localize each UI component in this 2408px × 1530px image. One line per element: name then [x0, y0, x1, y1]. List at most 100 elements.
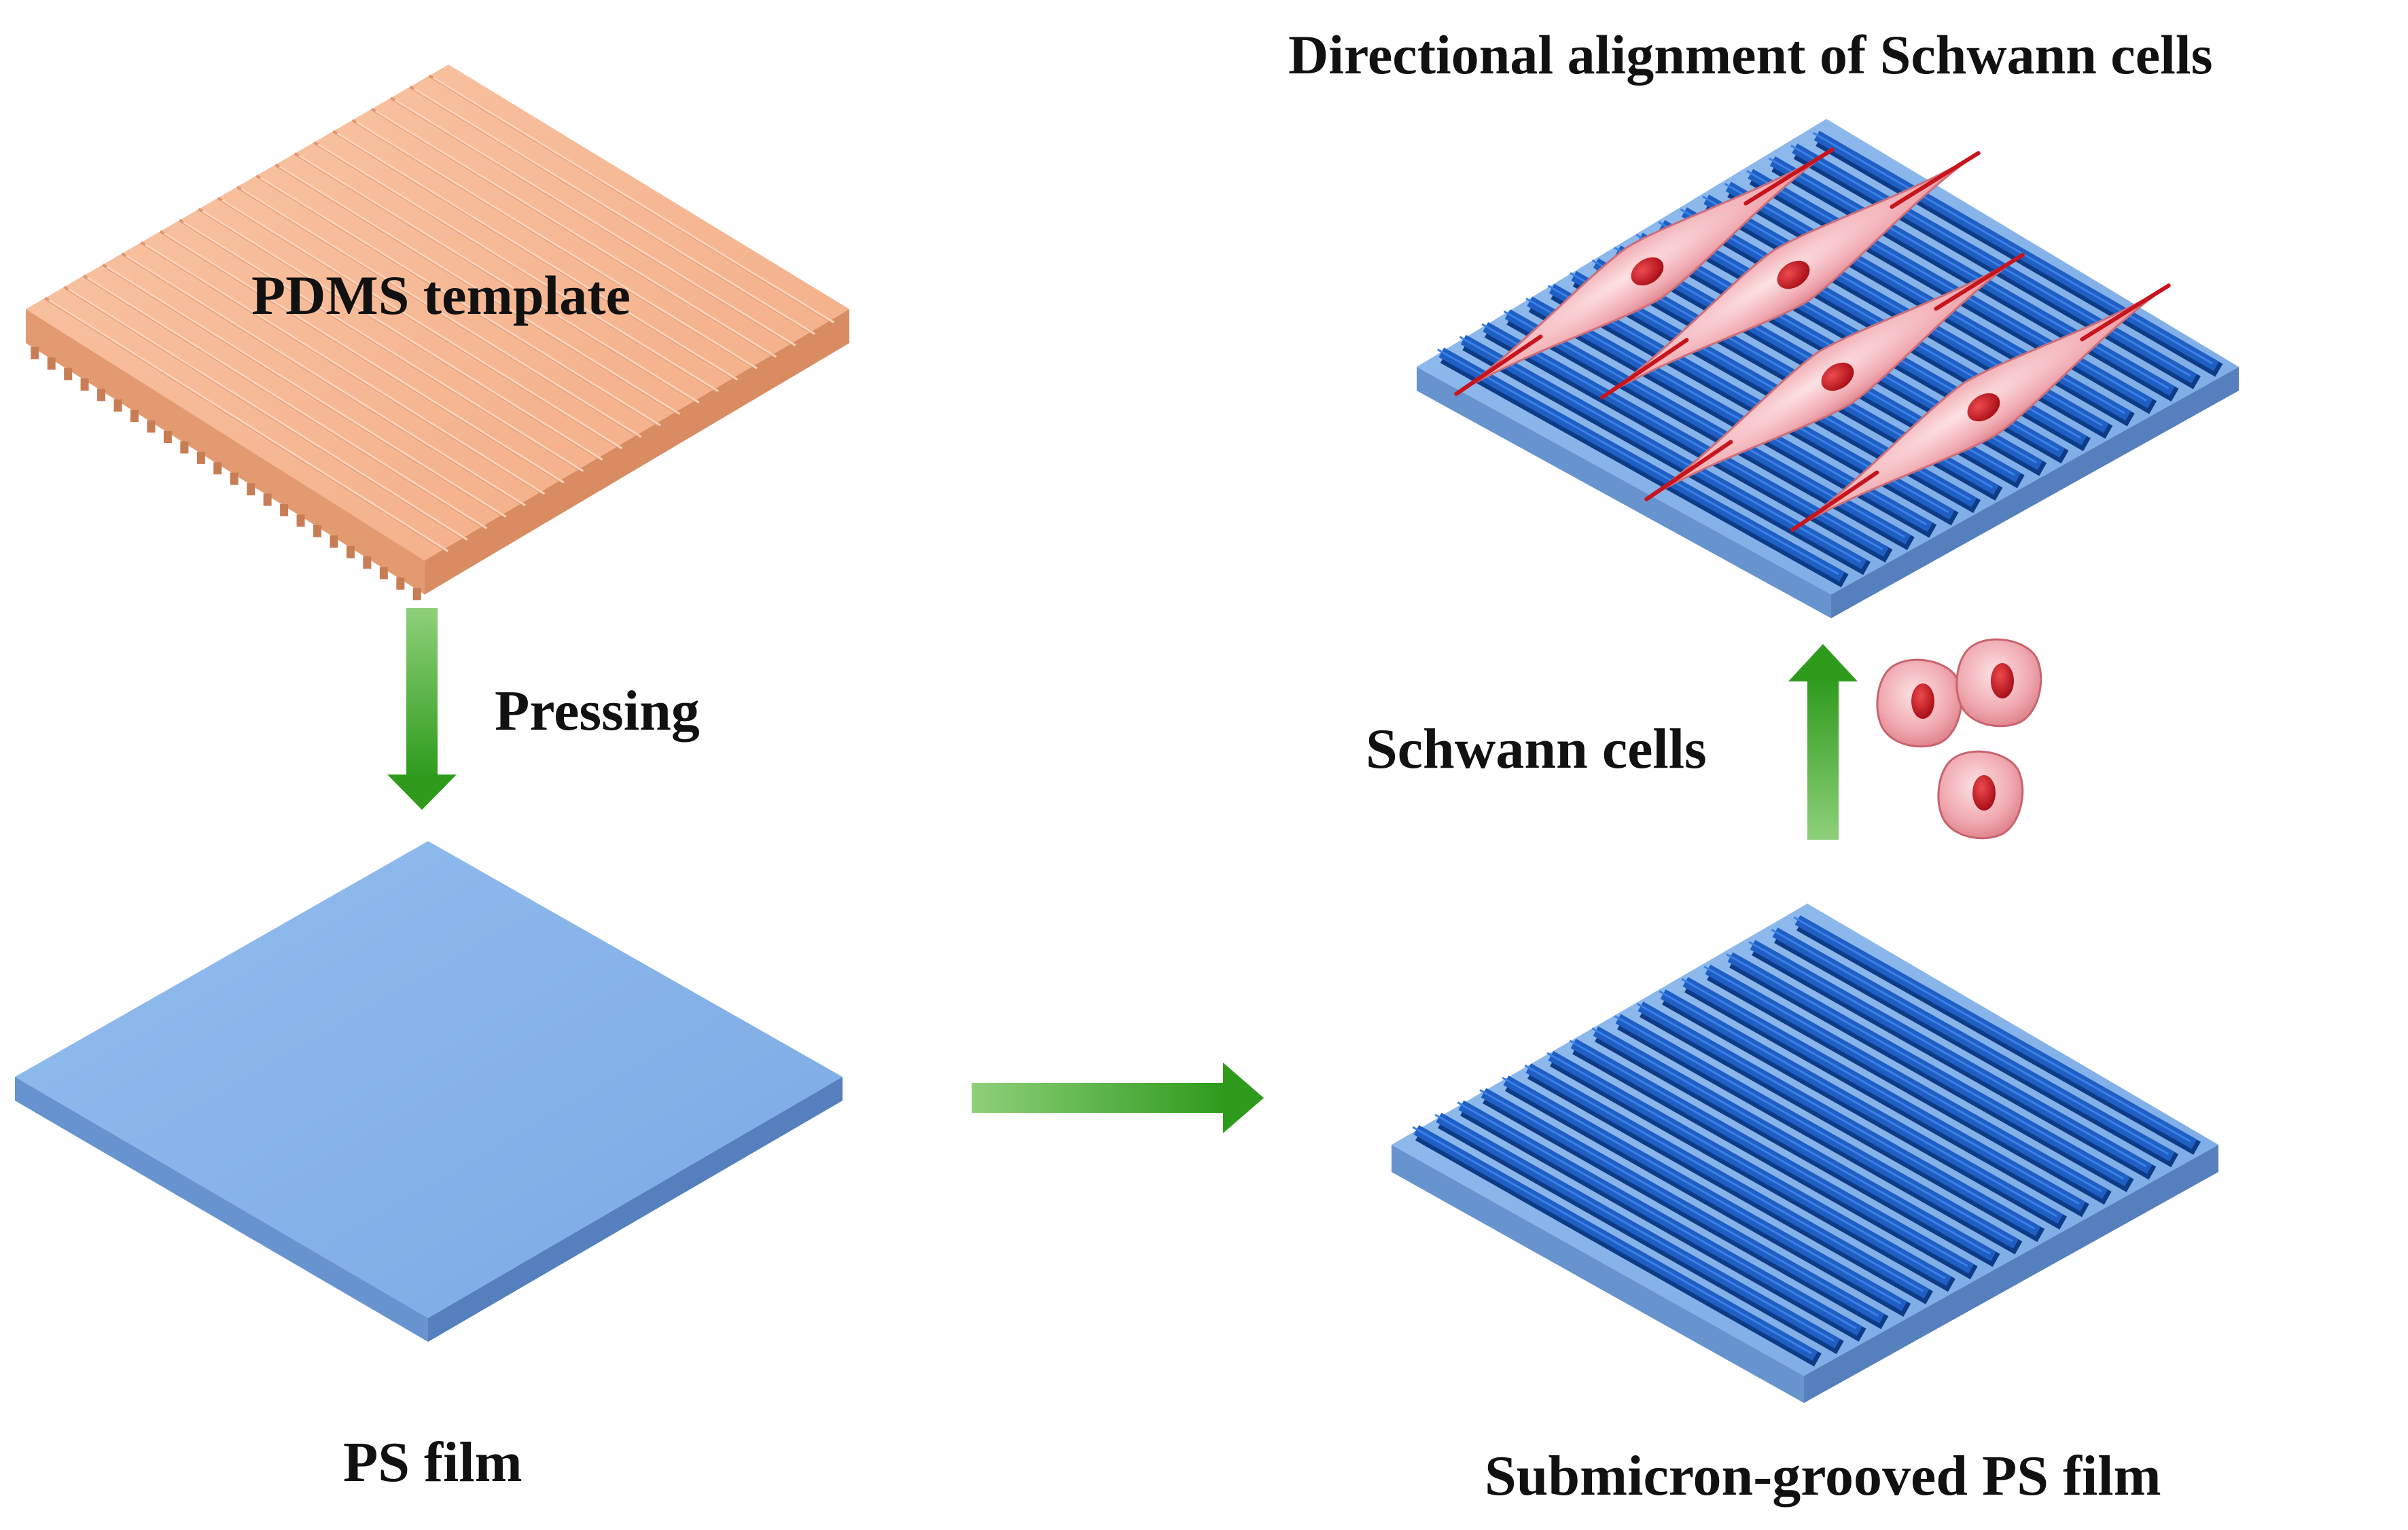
pdms-groove-highlight — [221, 199, 622, 450]
pdms-groove-highlight — [413, 88, 815, 335]
pdms-tooth — [396, 577, 405, 590]
cell-nucleus — [1967, 393, 2000, 422]
cell-nucleus — [1631, 257, 1664, 286]
pdms-tooth — [97, 389, 106, 402]
groove-ridge-highlight — [1703, 965, 2102, 1192]
pdms-tooth — [280, 503, 289, 516]
pdms-tooth — [147, 420, 156, 433]
grooved-ps-film — [1392, 904, 2218, 1403]
pdms-groove-highlight — [164, 232, 565, 484]
aligned-schwann-cell — [1644, 253, 2025, 501]
pdms-tooth — [213, 462, 222, 475]
pdms-groove-highlight — [48, 299, 449, 552]
pdms-groove-highlight — [298, 154, 700, 404]
groove-ridge-highlight — [1790, 144, 2191, 377]
pdms-template-label: PDMS template — [251, 264, 631, 326]
groove-ridge-highlight — [1546, 1052, 1946, 1280]
groove-ridge-highlight — [1524, 1064, 1924, 1292]
ps-film-top-surface — [15, 841, 843, 1318]
groove-ridge-highlight — [1812, 132, 2214, 365]
pdms-groove-highlight — [106, 266, 507, 518]
groove-ridge-highlight — [1459, 336, 1861, 563]
grooved-film-label: Submicron-grooved PS film — [1485, 1444, 2161, 1508]
cell-process — [1790, 283, 2171, 532]
pdms-groove-highlight — [355, 121, 758, 370]
schwann-cell-icon — [1876, 658, 1963, 748]
cell-nucleus — [1821, 362, 1854, 391]
pdms-groove-highlight — [144, 243, 546, 495]
groove-ridge-highlight — [1502, 1076, 1902, 1304]
aligned-schwann-cell — [1790, 283, 2171, 532]
groove-ridge-highlight — [1659, 990, 2057, 1217]
aligned-cells-film — [1417, 119, 2239, 618]
pdms-side-left — [26, 309, 425, 594]
pdms-grooves — [44, 74, 835, 552]
pressing-label: Pressing — [495, 679, 700, 743]
pdms-tooth — [113, 399, 122, 412]
groove-ridge-highlight — [1437, 349, 1839, 575]
pdms-tooth — [196, 451, 205, 464]
pdms-groove-highlight — [394, 99, 796, 346]
groove-ridge-highlight — [1771, 928, 2170, 1155]
groove-ridge-highlight — [1746, 170, 2148, 402]
pdms-tooth — [130, 410, 139, 423]
groove-ridge-highlight — [1726, 953, 2125, 1180]
pdms-tooth — [163, 431, 172, 444]
pdms-groove-highlight — [279, 165, 681, 415]
pdms-teeth — [31, 346, 421, 601]
groove-ridge-highlight — [1479, 1089, 1879, 1317]
cell-nucleus — [1777, 260, 1810, 289]
pdms-tooth — [230, 472, 238, 485]
pdms-tooth — [47, 357, 56, 370]
process-arrow-icon — [972, 1063, 1264, 1133]
groove-ridge-highlight — [1748, 941, 2147, 1168]
pdms-groove-highlight — [336, 132, 739, 381]
pdms-tooth — [64, 368, 73, 380]
pdms-tooth — [263, 493, 272, 506]
groove-ridge-highlight — [1412, 1126, 1812, 1355]
groove-ridge-highlight — [1614, 1015, 2013, 1243]
groove-ridges — [1412, 915, 2201, 1367]
pdms-groove-highlight — [183, 221, 584, 472]
pdms-groove-highlight — [202, 210, 603, 461]
aligned-schwann-cell — [1454, 147, 1835, 396]
pdms-tooth — [412, 588, 421, 601]
schwann-cell-icon — [1937, 750, 2024, 840]
pdms-tooth — [330, 535, 338, 548]
ps-film-label: PS film — [343, 1431, 523, 1494]
pdms-groove-highlight — [241, 188, 642, 438]
aligned-schwann-cell — [1600, 151, 1981, 399]
pdms-tooth — [379, 567, 388, 580]
pdms-tooth — [80, 378, 89, 391]
aligned-schwann-cells — [1454, 147, 2171, 532]
groove-ridge-highlight — [1457, 1101, 1857, 1330]
cell-process — [1644, 253, 2025, 501]
groove-ridge-highlight — [1681, 978, 2080, 1205]
cell-process — [1600, 151, 1981, 399]
pdms-groove-highlight — [125, 254, 526, 507]
pdms-groove-highlight — [260, 177, 661, 427]
pdms-side-right — [425, 309, 849, 594]
pdms-tooth — [346, 546, 355, 558]
pdms-tooth — [296, 514, 305, 527]
pdms-groove-highlight — [375, 110, 777, 358]
pdms-groove-highlight — [87, 277, 488, 529]
groove-ridge-highlight — [1569, 1039, 1968, 1267]
cell-process — [1454, 147, 1835, 396]
pressing-arrow-icon — [387, 608, 457, 810]
ps-film-side-left — [15, 1077, 428, 1342]
pdms-tooth — [247, 483, 255, 496]
seeding-arrow-icon — [1788, 644, 1858, 840]
groove-ridge-highlight — [1636, 1002, 2036, 1230]
pdms-tooth — [180, 441, 189, 454]
pdms-template — [26, 65, 849, 601]
groove-ridge-highlight — [1793, 916, 2191, 1143]
alignment-title: Directional alignment of Schwann cells — [1288, 24, 2213, 86]
pdms-tooth — [31, 346, 39, 359]
pdms-tooth — [363, 556, 372, 569]
pdms-groove-highlight — [317, 143, 719, 393]
groove-ridge-highlight — [1768, 157, 2170, 389]
schwann-cells-label: Schwann cells — [1366, 717, 1707, 781]
pdms-groove-highlight — [67, 288, 468, 541]
